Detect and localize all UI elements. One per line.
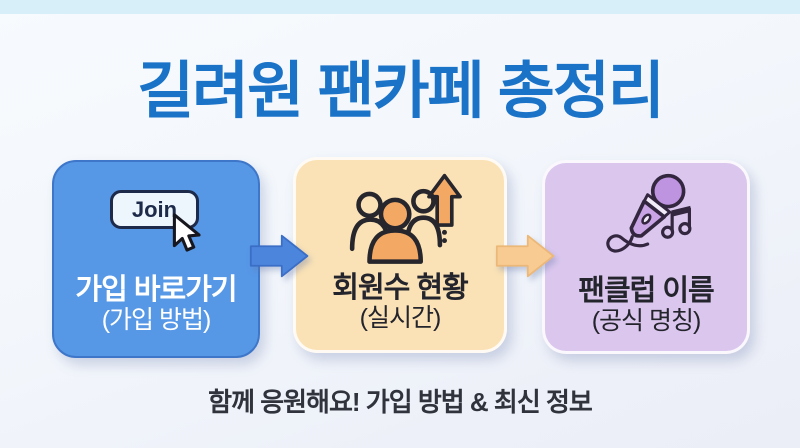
page-title: 길려원 팬카페 총정리: [137, 57, 665, 126]
flow-arrow-right-icon-2: [495, 234, 555, 278]
card-fanclub-name[interactable]: 팬클럽 이름 (공식 명칭): [542, 160, 750, 354]
card-fanclub-subtitle: (공식 명칭): [591, 307, 702, 335]
card-join-subtitle: (가입 방법): [101, 306, 212, 334]
card-members-title: 회원수 현황: [332, 272, 468, 304]
cursor-pointer-icon: [172, 213, 201, 252]
people-growth-icon: [349, 173, 462, 264]
top-strip: [0, 0, 800, 14]
card-members-subtitle: (실시간): [359, 304, 442, 332]
card-join-shortcut[interactable]: Join 가입 바로가기 (가입 방법): [52, 160, 260, 358]
join-button-label: Join: [131, 196, 178, 222]
card-member-count[interactable]: 회원수 현황 (실시간): [293, 157, 507, 353]
card-fanclub-title: 팬클럽 이름: [578, 275, 714, 307]
microphone-music-icon: [606, 173, 692, 253]
flow-arrow-right-icon-1: [249, 234, 309, 278]
join-button[interactable]: Join: [110, 190, 199, 229]
card-join-title: 가입 바로가기: [75, 274, 237, 306]
footer-text: 함께 응원해요! 가입 방법 & 최신 정보: [208, 387, 593, 417]
